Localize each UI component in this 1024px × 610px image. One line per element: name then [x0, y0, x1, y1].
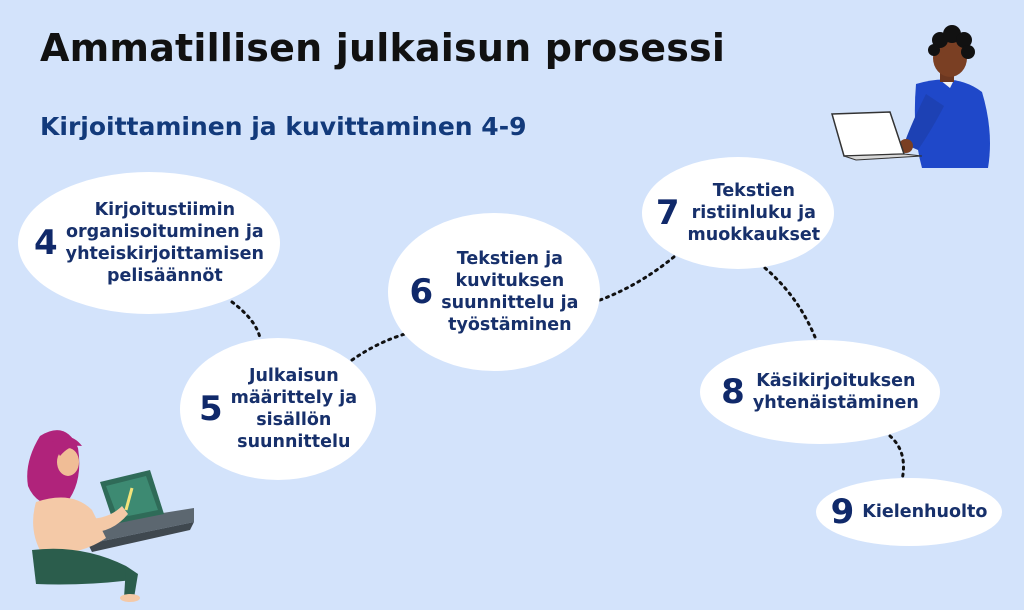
- step-label-line: sisällön: [256, 410, 332, 430]
- step-label-line: työstäminen: [448, 315, 572, 335]
- step-6-node: 6 Tekstien ja kuvituksen suunnittelu ja …: [388, 213, 600, 371]
- step-label-line: kuvituksen: [455, 271, 565, 291]
- step-label-line: Kirjoitustiimin: [94, 200, 236, 220]
- step-label-line: Kielenhuolto: [862, 502, 988, 522]
- step-label-line: yhteiskirjoittamisen: [65, 244, 264, 264]
- step-label: Tekstien ja kuvituksen suunnittelu ja ty…: [441, 248, 578, 336]
- step-label-line: suunnittelu: [237, 432, 351, 452]
- woman-drawing-illustration: [27, 430, 194, 602]
- man-with-laptop-illustration: [831, 25, 990, 168]
- step-5-node: 5 Julkaisun määrittely ja sisällön suunn…: [180, 338, 376, 480]
- step-label: Kirjoitustiimin organisoituminen ja yhte…: [66, 199, 264, 287]
- step-number: 9: [830, 492, 855, 532]
- connector-5-6: [350, 332, 407, 362]
- step-label-line: Julkaisun: [248, 366, 339, 386]
- page-subtitle: Kirjoittaminen ja kuvittaminen 4-9: [40, 112, 527, 141]
- step-label-line: organisoituminen ja: [66, 222, 264, 242]
- step-label: Käsikirjoituksen yhtenäistäminen: [753, 370, 919, 414]
- step-label-line: Tekstien: [712, 181, 795, 201]
- step-number: 7: [655, 193, 680, 233]
- connector-8-9: [888, 434, 905, 482]
- step-number: 6: [409, 272, 434, 312]
- step-label-line: Käsikirjoituksen: [756, 371, 916, 391]
- step-8-node: 8 Käsikirjoituksen yhtenäistäminen: [700, 340, 940, 444]
- connector-6-7: [598, 254, 677, 302]
- step-label: Kielenhuolto: [862, 501, 987, 523]
- step-number: 8: [721, 372, 745, 412]
- step-label-line: muokkaukset: [687, 225, 821, 245]
- page-title: Ammatillisen julkaisun prosessi: [40, 26, 726, 70]
- step-7-node: 7 Tekstien ristiinluku ja muokkaukset: [642, 157, 834, 269]
- step-label-line: suunnittelu ja: [441, 293, 579, 313]
- step-label: Tekstien ristiinluku ja muokkaukset: [688, 180, 821, 246]
- step-label-line: pelisäännöt: [106, 266, 223, 286]
- step-4-node: 4 Kirjoitustiimin organisoituminen ja yh…: [18, 172, 280, 314]
- step-label-line: ristiinluku ja: [691, 203, 816, 223]
- connector-4-5: [230, 300, 262, 340]
- step-number: 5: [198, 389, 223, 429]
- step-9-node: 9 Kielenhuolto: [816, 478, 1002, 546]
- step-label-line: yhtenäistäminen: [752, 393, 919, 413]
- connector-7-8: [763, 266, 819, 344]
- step-number: 4: [34, 223, 58, 263]
- step-label-line: määrittely ja: [230, 388, 358, 408]
- step-label: Julkaisun määrittely ja sisällön suunnit…: [231, 365, 357, 453]
- step-label-line: Tekstien ja: [456, 249, 563, 269]
